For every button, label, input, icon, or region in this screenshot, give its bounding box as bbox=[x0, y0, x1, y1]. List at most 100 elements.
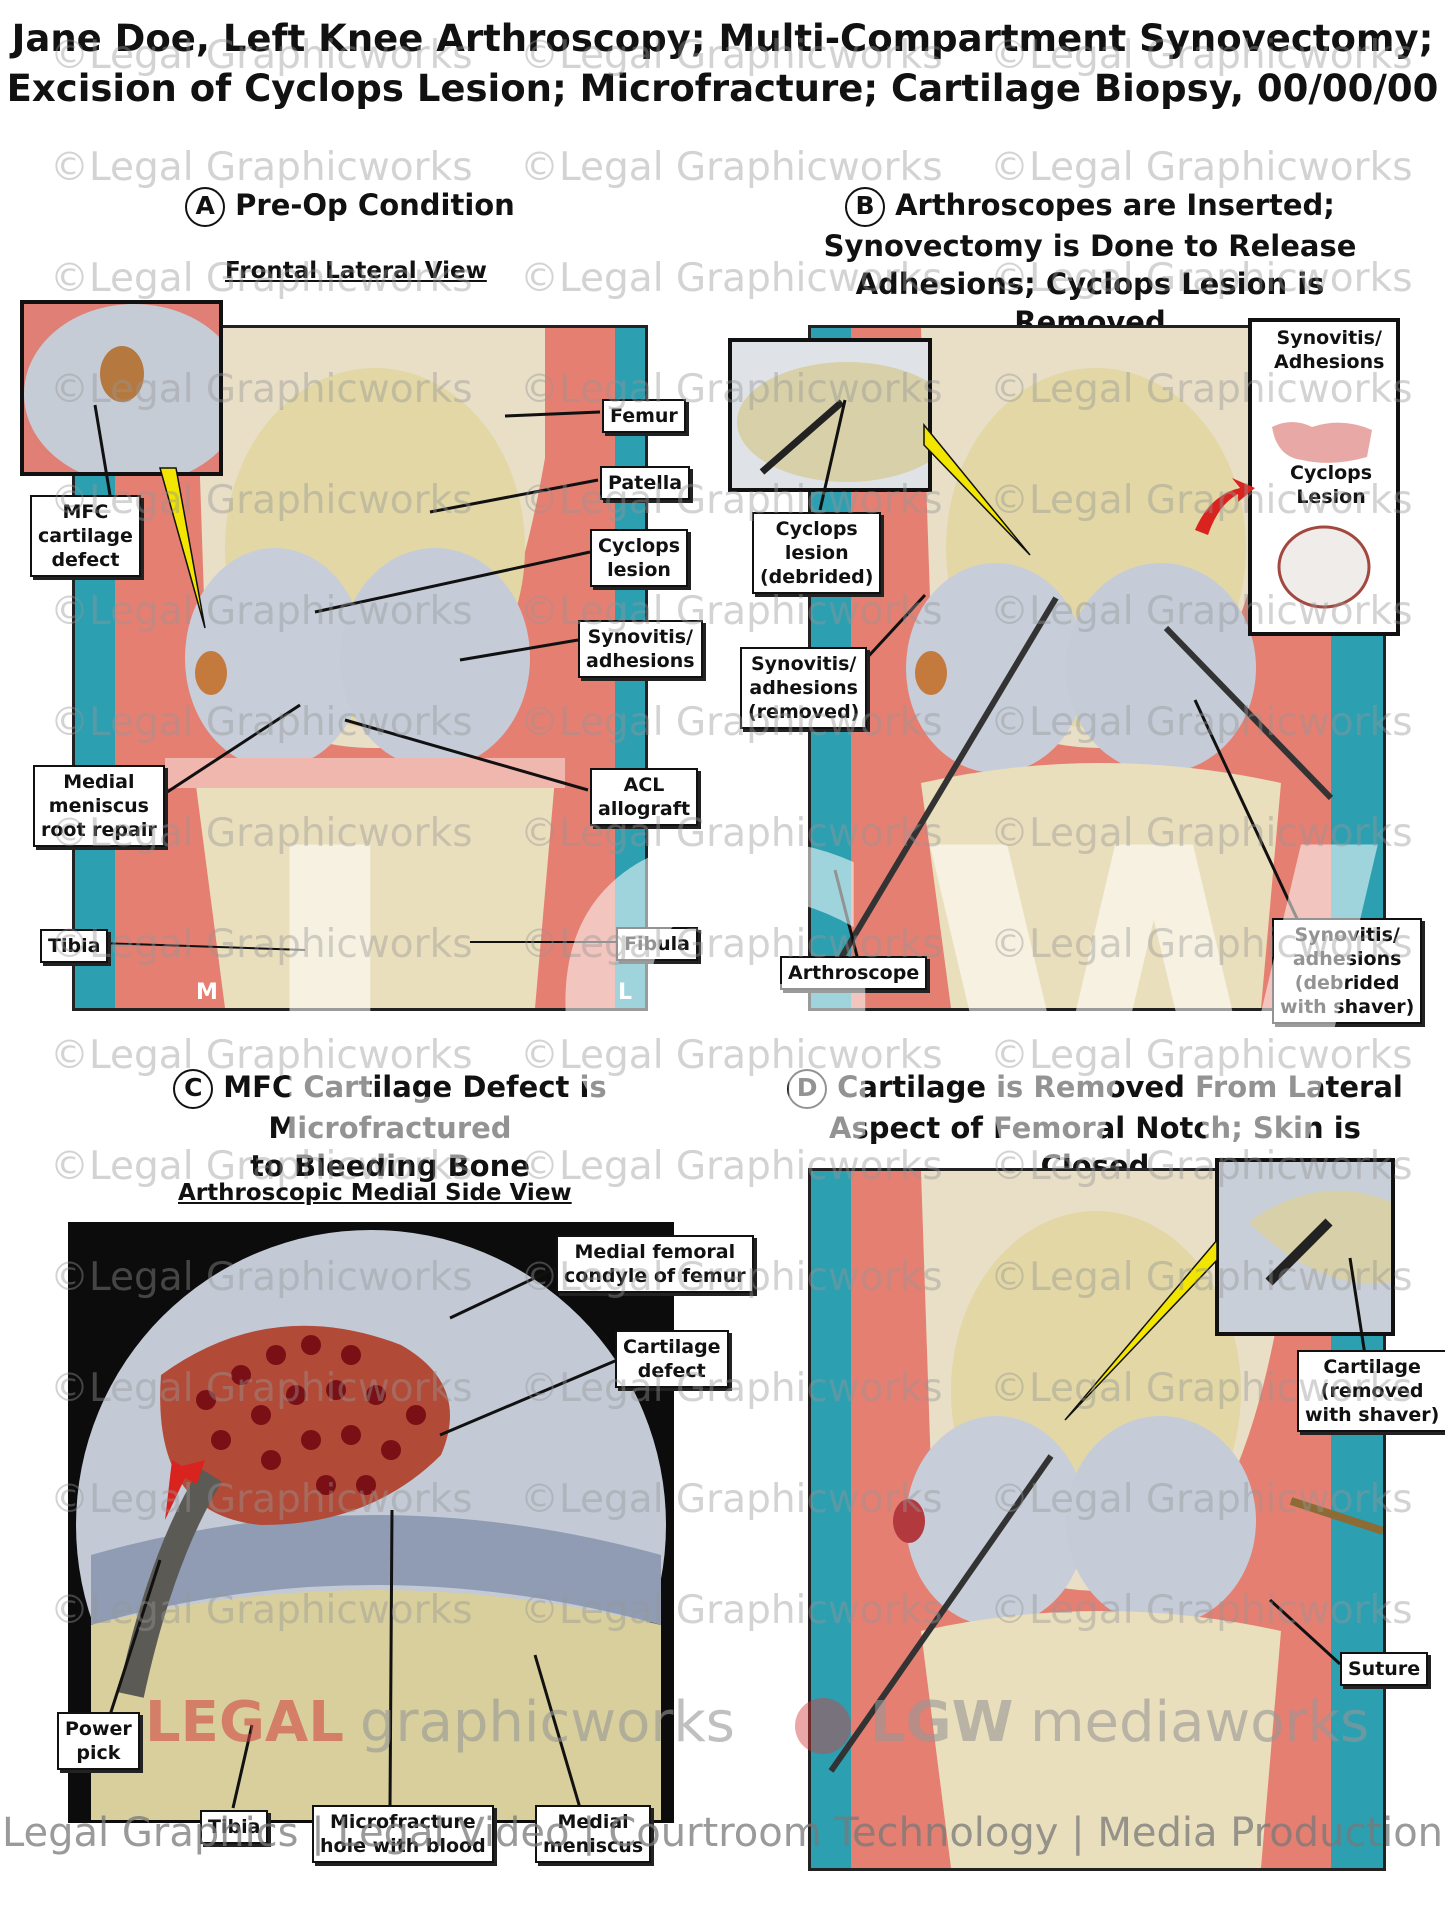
watermark: ©Legal Graphicworks bbox=[990, 1033, 1413, 1078]
watermark: ©Legal Graphicworks bbox=[520, 1033, 943, 1078]
play-icon bbox=[795, 1698, 851, 1754]
page-title-line2: Excision of Cyclops Lesion; Microfractur… bbox=[6, 67, 1439, 110]
watermark: ©Legal Graphicworks bbox=[50, 589, 473, 634]
watermark: ©Legal Graphicworks bbox=[990, 478, 1413, 523]
label-cyclops-lesion: Cyclops lesion bbox=[590, 529, 689, 587]
watermark: ©Legal Graphicworks bbox=[520, 589, 943, 634]
watermark: ©Legal Graphicworks bbox=[50, 1588, 473, 1633]
label-acl-allograft: ACL allograft bbox=[590, 768, 699, 826]
lgw-watermark: LGW bbox=[250, 760, 1412, 1260]
label-medial-femoral-condyle: Medial femoral condyle of femur bbox=[556, 1235, 754, 1293]
watermark: ©Legal Graphicworks bbox=[990, 922, 1413, 967]
watermark: ©Legal Graphicworks bbox=[990, 33, 1413, 78]
panel-c-letter: C bbox=[173, 1069, 214, 1109]
panel-d-letter: D bbox=[787, 1069, 828, 1109]
watermark: ©Legal Graphicworks bbox=[50, 700, 473, 745]
watermark: ©Legal Graphicworks bbox=[520, 922, 943, 967]
label-tibia-c: Tibia bbox=[200, 1810, 269, 1844]
watermark: ©Legal Graphicworks bbox=[50, 1366, 473, 1411]
watermark: ©Legal Graphicworks bbox=[520, 145, 943, 190]
watermark: ©Legal Graphicworks bbox=[50, 33, 473, 78]
panel-a-medial-marker: M bbox=[196, 980, 218, 1005]
watermark: ©Legal Graphicworks bbox=[50, 1255, 473, 1300]
legal-wordmark: LEGAL bbox=[145, 1690, 344, 1755]
watermark: ©Legal Graphicworks bbox=[990, 589, 1413, 634]
page-title-line1: Jane Doe, Left Knee Arthroscopy; Multi-C… bbox=[11, 17, 1434, 60]
specimen-box bbox=[1248, 318, 1400, 636]
label-fibula: Fibula bbox=[616, 927, 698, 961]
label-power-pick: Power pick bbox=[57, 1712, 140, 1770]
brand-watermark-row: LEGAL graphicworks LGW mediaworks bbox=[115, 1690, 1415, 1770]
label-synovitis-removed: Synovitis/ adhesions (removed) bbox=[740, 647, 868, 729]
label-cartilage-defect: Cartilage defect bbox=[615, 1330, 729, 1388]
watermark: ©Legal Graphicworks bbox=[520, 811, 943, 856]
knee-frontal-drawing bbox=[115, 328, 615, 1008]
watermark: ©Legal Graphicworks bbox=[520, 1255, 943, 1300]
watermark: ©Legal Graphicworks bbox=[50, 256, 473, 301]
watermark: ©Legal Graphicworks bbox=[990, 1588, 1413, 1633]
watermark: ©Legal Graphicworks bbox=[990, 367, 1413, 412]
panel-c-illustration bbox=[68, 1222, 674, 1823]
label-microfracture-hole: Microfracture hole with blood bbox=[312, 1805, 494, 1863]
graphicworks-wordmark: graphicworks bbox=[360, 1690, 735, 1755]
watermark: ©Legal Graphicworks bbox=[50, 478, 473, 523]
label-synovitis-adhesions: Synovitis/ adhesions bbox=[578, 620, 703, 678]
watermark: ©Legal Graphicworks bbox=[990, 1477, 1413, 1522]
watermark: ©Legal Graphicworks bbox=[990, 1366, 1413, 1411]
panel-a-lateral-marker: L bbox=[618, 980, 633, 1005]
watermark: ©Legal Graphicworks bbox=[50, 1144, 473, 1189]
watermark: ©Legal Graphicworks bbox=[520, 1477, 943, 1522]
label-femur: Femur bbox=[602, 399, 686, 433]
watermark: ©Legal Graphicworks bbox=[50, 1477, 473, 1522]
specimen-synovitis-label: Synovitis/ Adhesions bbox=[1274, 327, 1385, 373]
watermark: ©Legal Graphicworks bbox=[990, 700, 1413, 745]
label-medial-meniscus-c: Medial meniscus bbox=[535, 1805, 652, 1863]
watermark: ©Legal Graphicworks bbox=[990, 256, 1413, 301]
panel-a-illustration bbox=[72, 325, 648, 1011]
label-arthroscope: Arthroscope bbox=[780, 956, 928, 990]
label-suture: Suture bbox=[1340, 1652, 1429, 1686]
label-synovitis-debrided: Synovitis/ adhesions (debrided with shav… bbox=[1272, 918, 1423, 1024]
watermark: ©Legal Graphicworks bbox=[990, 145, 1413, 190]
watermark: ©Legal Graphicworks bbox=[50, 367, 473, 412]
label-mfc-cartilage-defect: MFC cartilage defect bbox=[30, 495, 141, 577]
watermark: ©Legal Graphicworks bbox=[990, 811, 1413, 856]
watermark: ©Legal Graphicworks bbox=[50, 922, 473, 967]
watermark: ©Legal Graphicworks bbox=[520, 1588, 943, 1633]
label-medial-meniscus: Medial meniscus root repair bbox=[33, 765, 165, 847]
watermark: ©Legal Graphicworks bbox=[520, 256, 943, 301]
label-cyclops-debrided: Cyclops lesion (debrided) bbox=[752, 512, 882, 594]
arthroscopic-view-drawing bbox=[76, 1230, 666, 1820]
watermark: ©Legal Graphicworks bbox=[50, 1033, 473, 1078]
panel-a-zoom-inset bbox=[20, 300, 223, 476]
panel-a-letter: A bbox=[185, 187, 226, 227]
panel-a-subheading: Frontal Lateral View bbox=[225, 258, 487, 284]
label-tibia-a: Tibia bbox=[40, 929, 109, 963]
watermark: ©Legal Graphicworks bbox=[520, 478, 943, 523]
label-patella: Patella bbox=[600, 466, 691, 500]
watermark: ©Legal Graphicworks bbox=[520, 367, 943, 412]
footer-tagline: Legal Graphics | Legal Video | Courtroom… bbox=[1, 1810, 1444, 1856]
mediaworks-wordmark: mediaworks bbox=[1030, 1690, 1370, 1755]
watermark: ©Legal Graphicworks bbox=[520, 33, 943, 78]
watermark: ©Legal Graphicworks bbox=[990, 1144, 1413, 1189]
panel-c-subheading: Arthroscopic Medial Side View bbox=[178, 1180, 572, 1206]
lgw-small-wordmark: LGW bbox=[870, 1690, 1014, 1755]
watermark: ©Legal Graphicworks bbox=[520, 1144, 943, 1189]
panel-b-letter: B bbox=[845, 187, 886, 227]
watermark: ©Legal Graphicworks bbox=[50, 145, 473, 190]
watermark: ©Legal Graphicworks bbox=[50, 811, 473, 856]
specimen-cyclops-label: Cyclops Lesion bbox=[1290, 462, 1373, 508]
watermark: ©Legal Graphicworks bbox=[520, 700, 943, 745]
watermark: ©Legal Graphicworks bbox=[520, 1366, 943, 1411]
label-cartilage-removed: Cartilage (removed with shaver) bbox=[1297, 1350, 1445, 1432]
watermark: ©Legal Graphicworks bbox=[990, 1255, 1413, 1300]
